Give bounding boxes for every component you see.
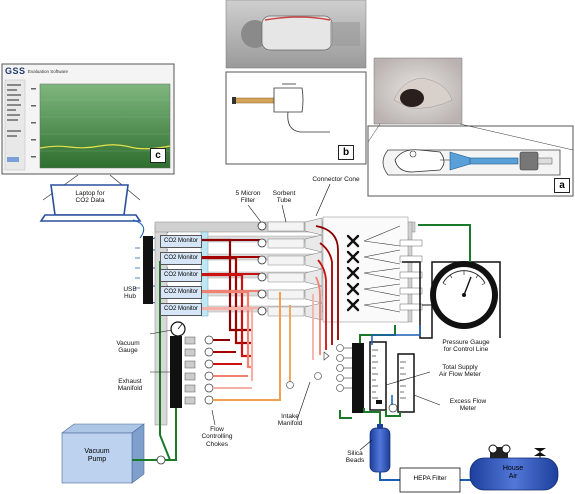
connector-cone-label: Connector Cone — [312, 176, 360, 183]
exhaust-manifold-label: Exhaust Manifold — [117, 378, 143, 393]
hepa-filter-box — [399, 467, 461, 493]
total-supply-label: Total Supply Air Flow Meter — [439, 364, 481, 379]
laptop-label: Laptop for CO2 Data — [75, 190, 105, 205]
usb-hub-label: USB Hub — [123, 286, 137, 301]
usb-hub — [143, 236, 153, 304]
vacuum-pump-box — [61, 423, 145, 484]
intake-manifold-label: Intake Manifold — [277, 413, 303, 428]
flow-chokes-label: Flow Controlling Chokes — [201, 426, 233, 448]
vacuum-gauge-icon — [170, 321, 186, 337]
house-air-label: House Air — [502, 465, 524, 481]
software-subtitle: Evaluation Software — [28, 69, 69, 74]
hepa-filter-label: HEPA Filter — [413, 475, 447, 482]
co2-monitor-4: CO2 Monitor — [160, 286, 202, 299]
co2-monitor-1: CO2 Monitor — [160, 235, 202, 248]
co2-monitor-5: CO2 Monitor — [160, 303, 202, 316]
house-air-tank — [469, 444, 559, 491]
sorbent-tube-photo — [225, 0, 367, 69]
exhaust-manifold — [170, 336, 182, 408]
laptop-icon — [39, 174, 142, 222]
software-screenshot-panel — [1, 63, 175, 175]
panel-letter-a: a — [554, 178, 570, 193]
silica-beads-cylinder — [369, 424, 391, 473]
mouse-holder-drawing — [367, 125, 574, 197]
excess-flow-label: Excess Flow Meter — [449, 398, 487, 413]
software-logo: GSS — [5, 66, 26, 76]
pressure-gauge-label: Pressure Gauge for Control Line — [442, 339, 490, 354]
sorbent-tube-label: Sorbent Tube — [272, 190, 296, 205]
co2-monitor-3: CO2 Monitor — [160, 269, 202, 282]
intake-manifold — [352, 343, 364, 413]
pressure-gauge-icon — [402, 261, 501, 339]
total-supply-flow-meter — [369, 341, 387, 411]
vacuum-gauge-label: Vacuum Gauge — [116, 340, 140, 355]
co2-monitor-2: CO2 Monitor — [160, 252, 202, 265]
panel-letter-c: c — [150, 148, 166, 163]
silica-beads-label: Silica Beads — [345, 450, 365, 465]
mouse-photo — [373, 57, 463, 125]
panel-letter-b: b — [338, 145, 354, 160]
vacuum-pump-label: Vacuum Pump — [84, 448, 110, 464]
micron-filter-label: 5 Micron Filter — [235, 190, 261, 205]
excess-flow-meter — [397, 353, 415, 413]
